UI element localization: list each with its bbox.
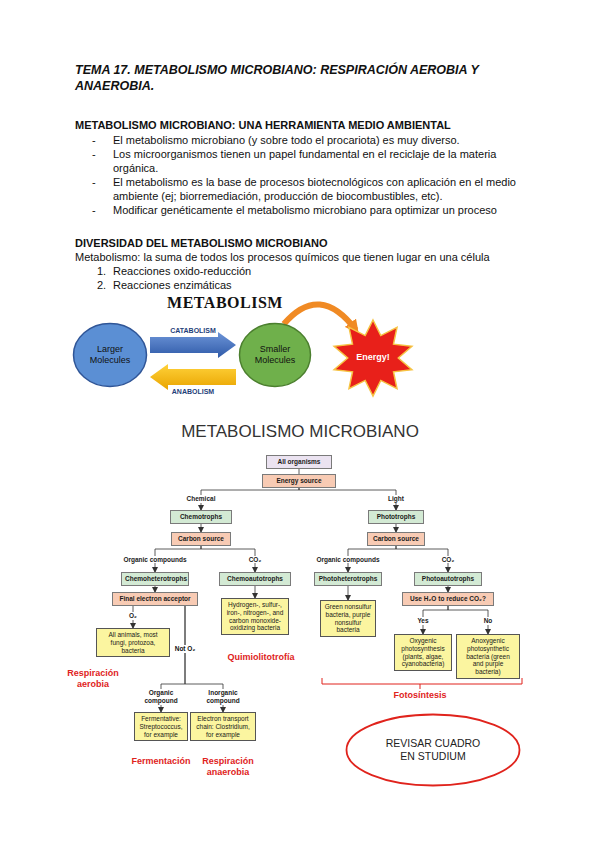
edge-label: ANABOLISM (171, 388, 215, 396)
connector (201, 524, 202, 532)
edge-label: Organic compound (140, 689, 182, 705)
example-box: Electron transport chain: Clostridium, f… (190, 712, 256, 741)
criterion-box: Carbon source (171, 532, 231, 546)
edge-label: Organic compounds (122, 556, 187, 564)
list-number: 1. (97, 264, 113, 278)
node-text: Anoxygenic photosynthetic bacteria (gree… (460, 637, 516, 676)
example-box: Anoxygenic photosynthetic bacteria (gree… (456, 634, 520, 679)
bullet-text: Modificar genéticamente el metabolismo m… (113, 203, 563, 217)
note-ellipse: REVISAR CUADRO EN STUDIUM (345, 713, 521, 787)
connector (348, 586, 349, 600)
list-text: Reacciones oxido-reducción (113, 264, 513, 278)
list-number: 2. (97, 278, 113, 292)
node-text: Oxygenic photosynthesis (plants, algae, … (398, 637, 448, 668)
connector (396, 524, 397, 532)
edge-label: Inorganic compound (202, 689, 244, 705)
node-text: Use H₂O to reduce CO₂? (406, 595, 490, 603)
criterion-box: Energy source (262, 474, 336, 488)
node-text: Fermentative: Streptococcus, for example (138, 715, 184, 738)
curved-arrow (284, 304, 356, 330)
bullet-dash: - (92, 175, 102, 189)
node-text: REVISAR CUADRO EN STUDIUM (380, 737, 486, 763)
edge-label: O₂ (128, 612, 138, 620)
edge-label: CATABOLISM (169, 327, 217, 335)
node-text: Energy source (266, 477, 332, 485)
page-title: TEMA 17. METABOLISMO MICROBIANO: RESPIRA… (75, 62, 545, 94)
node-text: Chemoheterotrophs (125, 575, 185, 583)
circle-shape (74, 324, 147, 387)
node-text: Green nonsulfur bacteria, purple nonsulf… (324, 603, 372, 634)
criterion-box: Carbon source (367, 532, 425, 546)
edge-label: Light (387, 495, 405, 503)
circle-shape (240, 324, 311, 387)
bullet-text: El metabolismo microbiano (y sobre todo … (113, 133, 563, 147)
section-heading: DIVERSIDAD DEL METABOLISMO MICROBIANO (75, 236, 575, 250)
node-text: Chemoautotrophs (223, 575, 287, 583)
category-box: Chemoheterotrophs (121, 572, 189, 586)
node-text: Hydrogen-, sulfur-, iron-, nitrogen-, an… (225, 601, 285, 632)
node-text: Electron transport chain: Clostridium, f… (194, 715, 252, 738)
category-box: Chemotrophs (170, 510, 232, 524)
node-text: Carbon source (371, 535, 421, 543)
node-text: Larger Molecules (82, 344, 139, 367)
bullet-dash: - (92, 133, 102, 147)
example-box: Hydrogen-, sulfur-, iron-, nitrogen-, an… (221, 598, 289, 635)
example-box: All animals, most fungi, protozoa, bacte… (96, 628, 170, 657)
branch-label: Not O₂ (170, 645, 200, 653)
node-text: Photoheterotrophs (318, 575, 378, 583)
category-label: Respiración aerobia (60, 668, 126, 690)
ellipse-shape (347, 715, 520, 786)
block-arrow (150, 364, 236, 390)
category-box: Photoheterotrophs (314, 572, 382, 586)
bracket (322, 678, 522, 689)
edge-label: No (483, 617, 494, 625)
energy-star: Energy! (330, 318, 416, 398)
category-box: Phototrophs (368, 510, 424, 524)
figure-title: METABOLISM (160, 294, 290, 312)
node-text: Phototrophs (372, 513, 420, 521)
example-box: Fermentative: Streptococcus, for example (134, 712, 188, 741)
decision-box: Use H₂O to reduce CO₂? (402, 592, 494, 606)
definition-text: Metabolismo: la suma de todos los proces… (75, 250, 575, 264)
category-box: Photoautotrophs (414, 572, 482, 586)
category-label: Fotosíntesis (375, 690, 465, 701)
molecule-circle: Larger Molecules (72, 322, 148, 388)
root-box: All organisms (266, 455, 332, 469)
star-shape (334, 320, 412, 396)
bullet-text: Los microorganismos tienen un papel fund… (113, 147, 543, 175)
node-text: Chemotrophs (174, 513, 228, 521)
category-label: Fermentación (124, 756, 198, 767)
connector (255, 586, 256, 598)
edge-label: CO₂ (441, 556, 456, 564)
category-label: Respiración anaerobia (196, 756, 260, 778)
edge-label: Organic compounds (315, 556, 380, 564)
node-text: Photoautotrophs (418, 575, 478, 583)
bullet-dash: - (92, 203, 102, 217)
node-text: Final electron acceptor (116, 595, 194, 603)
bullet-dash: - (92, 147, 102, 161)
edge-label: Yes (416, 617, 429, 625)
edge-label: Chemical (186, 495, 217, 503)
connector (299, 488, 396, 510)
section-heading: METABOLISMO MICROBIANO: UNA HERRAMIENTA … (75, 118, 575, 132)
list-text: Reacciones enzimáticas (113, 278, 513, 292)
example-box: Oxygenic photosynthesis (plants, algae, … (394, 634, 452, 671)
node-text: All organisms (270, 458, 328, 466)
molecule-circle: Smaller Molecules (238, 322, 312, 388)
node-text: Smaller Molecules (247, 344, 303, 367)
chart-title: METABOLISMO MICROBIANO (160, 422, 440, 442)
example-box: Green nonsulfur bacteria, purple nonsulf… (320, 600, 376, 637)
node-text: Energy! (341, 352, 406, 363)
category-label: Quimiolitotrofía (218, 652, 304, 663)
node-text: Carbon source (175, 535, 227, 543)
category-box: Chemoautotrophs (219, 572, 291, 586)
edge-label: CO₂ (248, 556, 263, 564)
criterion-box: Final electron acceptor (112, 592, 198, 606)
node-text: All animals, most fungi, protozoa, bacte… (100, 631, 166, 654)
bullet-text: El metabolismo es la base de procesos bi… (113, 175, 553, 203)
block-arrow (150, 332, 236, 358)
